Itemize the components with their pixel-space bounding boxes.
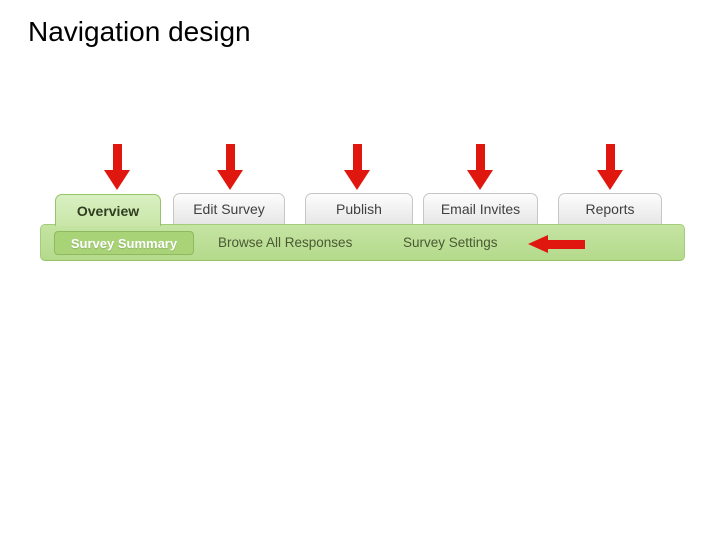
left-arrow-icon [528, 235, 585, 253]
browse-all-responses-link[interactable]: Browse All Responses [218, 235, 353, 250]
down-arrow-icon [104, 144, 130, 190]
down-arrow-icon [217, 144, 243, 190]
tab-reports[interactable]: Reports [558, 193, 662, 224]
page-title: Navigation design [28, 16, 251, 47]
survey-settings-link[interactable]: Survey Settings [403, 235, 498, 250]
tab-publish[interactable]: Publish [305, 193, 413, 224]
down-arrow-icon [467, 144, 493, 190]
tab-edit-survey[interactable]: Edit Survey [173, 193, 285, 224]
down-arrow-icon [597, 144, 623, 190]
tab-overview[interactable]: Overview [55, 194, 161, 226]
subnav-bar: Survey Summary Browse All Responses Surv… [40, 224, 685, 261]
down-arrow-icon [344, 144, 370, 190]
tab-email-invites[interactable]: Email Invites [423, 193, 538, 224]
survey-summary-button[interactable]: Survey Summary [54, 231, 194, 255]
